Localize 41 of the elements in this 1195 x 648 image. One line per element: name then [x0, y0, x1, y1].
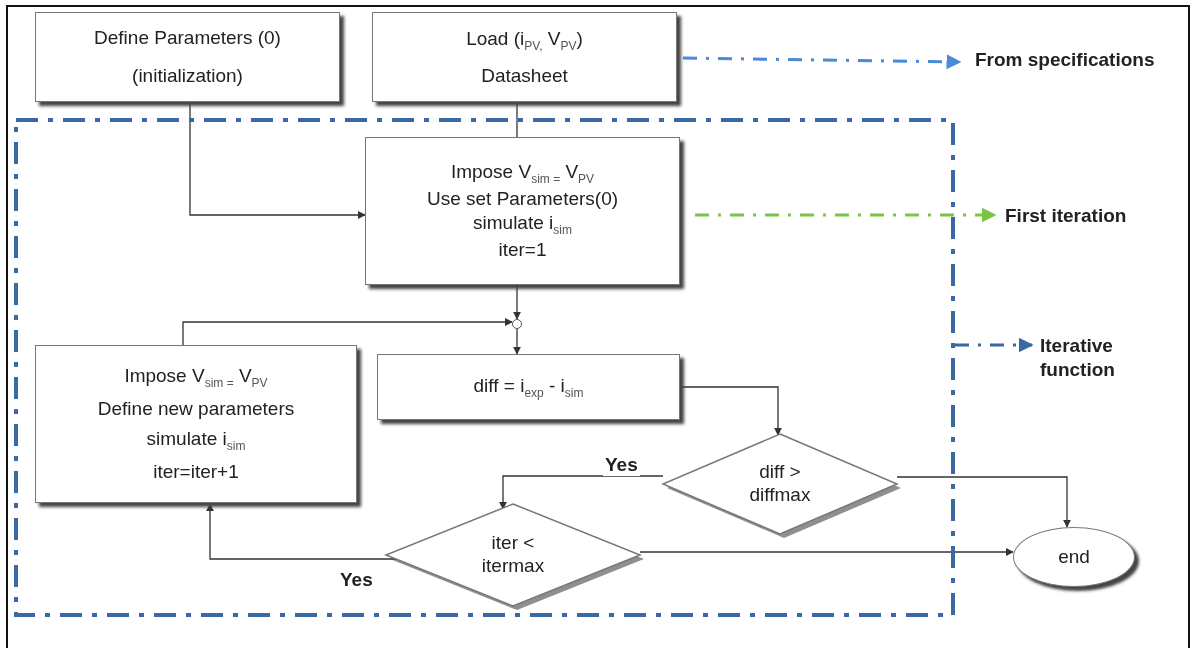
- node-label: (initialization): [132, 64, 243, 88]
- decision-diamond: [662, 433, 898, 535]
- annotation-text: Iterative function: [1040, 334, 1116, 382]
- process-box: [35, 12, 340, 102]
- node-label: Load (i$_{PV,}$ V$_{PV}$): [466, 26, 583, 54]
- node-label: diff > diffmax: [748, 461, 812, 507]
- process-box: [377, 354, 680, 420]
- process-box: [372, 12, 677, 102]
- node-label: iter=iter+1: [153, 459, 239, 484]
- arrow: [206, 503, 397, 560]
- arrow: [182, 318, 513, 346]
- node-label: Define Parameters (0): [94, 26, 281, 50]
- arrow: [896, 476, 1071, 528]
- node-label: Impose V$_{sim =}$ V$_{PV}$: [124, 364, 268, 392]
- process-box: [35, 345, 357, 503]
- node-label: iter=1: [498, 237, 547, 262]
- node-label: Datasheet: [481, 63, 568, 88]
- node-label: Use set Parameters(0): [426, 187, 619, 211]
- decision-diamond: [385, 503, 641, 607]
- node-label: simulate i$_{sim}$: [473, 211, 572, 238]
- junction-circle: [512, 319, 522, 329]
- dash-dot-arrow: [682, 54, 962, 70]
- node-label: simulate i$_{sim}$: [146, 427, 246, 454]
- dashed-region: [14, 118, 955, 617]
- dash-dot-arrow: [955, 337, 1034, 353]
- annotation-text: First iteration: [1005, 204, 1127, 228]
- process-box: [365, 137, 680, 285]
- dash-dot-arrow: [695, 207, 997, 223]
- edge-label: Yes: [603, 455, 640, 476]
- node-label: diff = i$_{exp}$ - i$_{sim}$: [473, 373, 584, 401]
- arrow: [679, 386, 782, 436]
- node-label: Define new parameters: [97, 397, 295, 421]
- arrow: [513, 328, 521, 355]
- arrow: [499, 475, 664, 510]
- annotation-text: From specifications: [975, 48, 1155, 72]
- arrow: [189, 101, 366, 219]
- node-label: iter < itermax: [480, 532, 546, 578]
- node-label: Impose V$_{sim =}$ V$_{PV}$: [450, 160, 595, 188]
- arrow: [639, 548, 1014, 556]
- node-label: end: [1058, 545, 1090, 569]
- arrow: [513, 284, 521, 320]
